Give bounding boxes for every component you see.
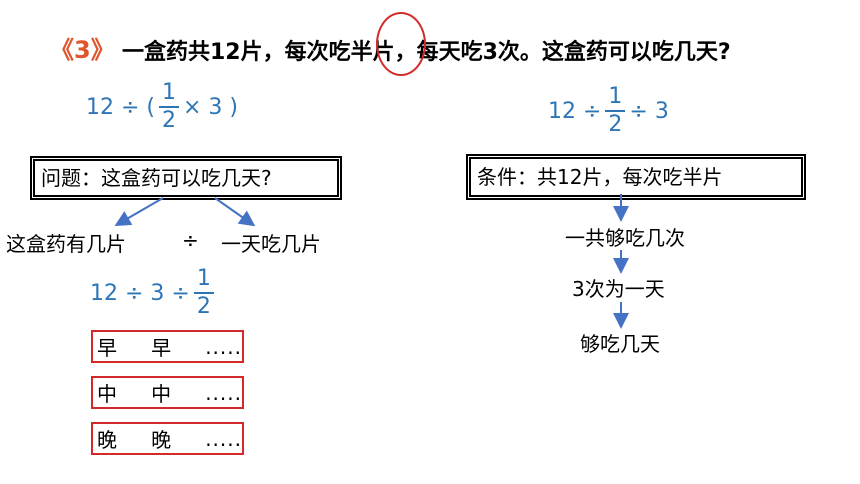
fraction-numerator: 1 xyxy=(159,82,179,108)
step-total-doses: 一共够吃几次 xyxy=(565,226,685,250)
ellipsis: ..... xyxy=(205,380,242,405)
fraction-denominator: 2 xyxy=(196,294,211,319)
condition-box: 条件：共12片，每次吃半片 xyxy=(469,157,803,197)
arrow-left xyxy=(114,197,164,227)
fraction-denominator: 2 xyxy=(162,108,176,133)
fraction-numerator: 1 xyxy=(605,86,626,112)
expr-part: 12 ÷ xyxy=(548,98,602,124)
highlight-circle xyxy=(376,12,426,76)
meal-label: 早 xyxy=(151,336,172,360)
daily-pills-label: 一天吃几片 xyxy=(221,232,321,256)
step-per-day: 3次为一天 xyxy=(572,277,665,301)
meal-label: 晚 xyxy=(97,428,117,452)
total-pills-label: 这盒药有几片 xyxy=(6,232,126,256)
fraction-numerator: 1 xyxy=(193,268,214,294)
fraction: 1 2 xyxy=(193,268,214,319)
expr-part: × 3 ) xyxy=(183,94,238,120)
right-expression: 12 ÷ 1 2 ÷ 3 xyxy=(548,86,669,136)
meal-box-evening: 晚 晚 ..... xyxy=(91,422,244,455)
expr-part: 12 ÷ ( xyxy=(86,94,155,120)
meal-label: 中 xyxy=(97,382,117,406)
problem-text: 一盒药共12片，每次吃半片，每天吃3次。这盒药可以吃几天? xyxy=(122,40,731,65)
meal-box-morning: 早 早 ..... xyxy=(91,330,244,363)
meal-box-noon: 中 中 ..... xyxy=(91,376,244,409)
expr-part: 12 ÷ 3 ÷ xyxy=(90,280,190,306)
question-box: 问题：这盒药可以吃几天? xyxy=(33,159,339,197)
expr-part: ÷ 3 xyxy=(629,98,669,124)
meal-label: 中 xyxy=(151,382,172,406)
step-days: 够吃几天 xyxy=(580,332,660,356)
fraction-denominator: 2 xyxy=(608,112,623,137)
fraction: 1 2 xyxy=(605,86,626,137)
meal-label: 晚 xyxy=(151,428,172,452)
meal-label: 早 xyxy=(97,336,117,360)
left-expression-bottom: 12 ÷ 3 ÷ 1 2 xyxy=(90,268,218,318)
arrow-right xyxy=(214,197,256,227)
ellipsis: ..... xyxy=(205,426,242,451)
ellipsis: ..... xyxy=(205,334,242,359)
left-expression-top: 12 ÷ ( 1 2 × 3 ) xyxy=(86,82,238,132)
division-sign: ÷ xyxy=(182,228,199,252)
fraction: 1 2 xyxy=(159,82,179,132)
problem-number: 《3》 xyxy=(50,36,115,64)
